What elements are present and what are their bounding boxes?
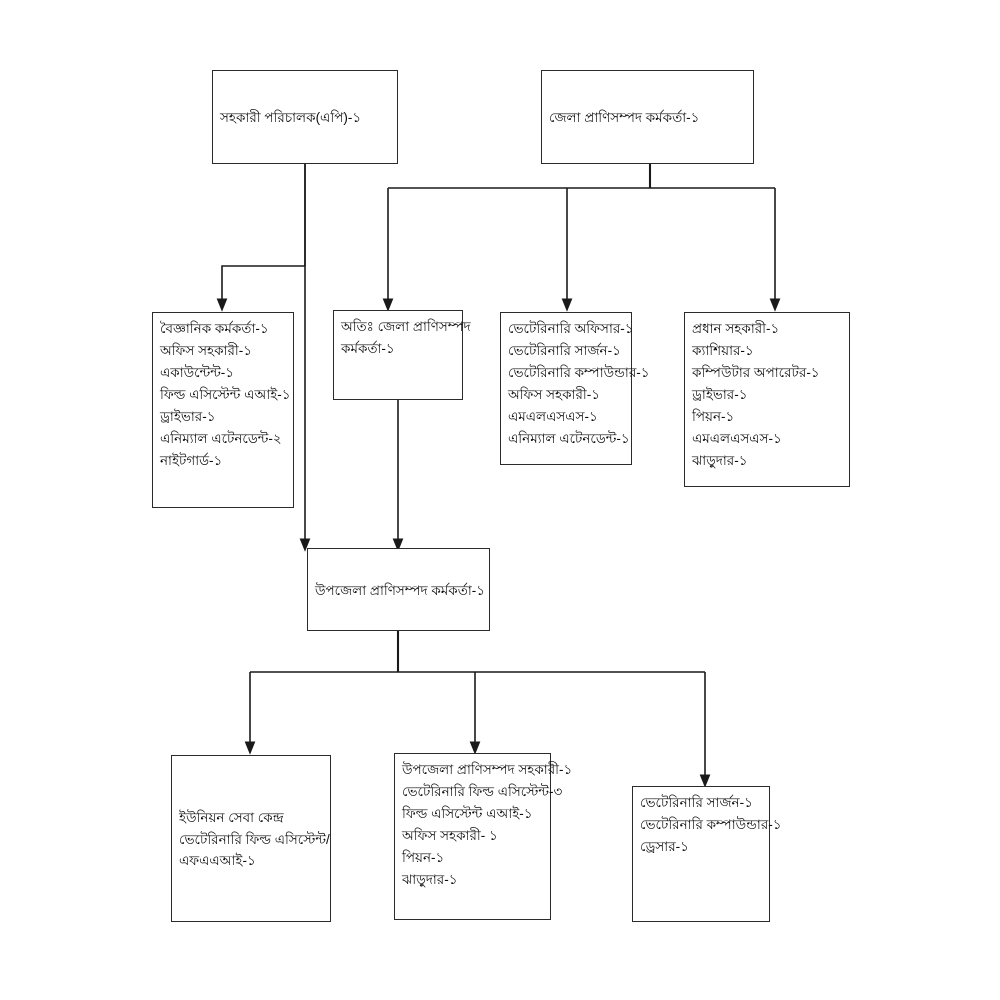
node-text-block: জেলা প্রাণিসম্পদ কর্মকর্তা-১ (542, 102, 753, 132)
node-line: ভেটেরিনারি ফিল্ড এসিস্টেন্ট/ (179, 831, 330, 847)
node-text-block: ভেটেরিনারি অফিসার-১ ভেটেরিনারি সার্জন-১ … (501, 313, 650, 453)
node-line: ভেটেরিনারি সার্জন-১ (508, 342, 621, 358)
node-upazila-livestock-officer[interactable]: উপজেলা প্রাণিসম্পদ কর্মকর্তা-১ (307, 548, 490, 631)
node-text-block: উপজেলা প্রাণিসম্পদ কর্মকর্তা-১ (308, 575, 489, 605)
node-text-block: প্রধান সহকারী-১ ক্যাশিয়ার-১ কম্পিউটার অ… (685, 313, 849, 475)
node-text-block: অতিঃ জেলা প্রাণিসম্পদ কর্মকর্তা-১ (334, 311, 471, 363)
node-line: এনিম্যাল এটেনডেন্ট-২ (160, 430, 282, 446)
node-line: কম্পিউটার অপারেটর-১ (692, 364, 820, 380)
node-line: পিয়ন-১ (402, 849, 445, 865)
node-line: ফিল্ড এসিস্টেন্ট এআই-১ (402, 805, 533, 821)
node-line: এফএএআই-১ (179, 853, 256, 869)
node-line: উপজেলা প্রাণিসম্পদ কর্মকর্তা-১ (315, 582, 486, 598)
node-line: একাউন্টেন্ট-১ (160, 364, 235, 380)
node-line: ভেটেরিনারি অফিসার-১ (508, 321, 634, 336)
node-veterinary-officer-group[interactable]: ভেটেরিনারি অফিসার-১ ভেটেরিনারি সার্জন-১ … (500, 312, 650, 465)
node-veterinary-surgeon-group[interactable]: ভেটেরিনারি সার্জন-১ ভেটেরিনারি কম্পাউন্ড… (632, 786, 782, 922)
node-line: ভেটেরিনারি সার্জন-১ (640, 795, 753, 810)
node-district-livestock-officer[interactable]: জেলা প্রাণিসম্পদ কর্মকর্তা-১ (541, 70, 754, 164)
node-line: ঝাড়ুদার-১ (692, 452, 748, 468)
node-line: নাইটগার্ড-১ (160, 452, 223, 468)
node-line: ড্রাইভার-১ (160, 408, 216, 424)
node-line: ড্রেসার-১ (640, 838, 689, 854)
node-line: বৈজ্ঞানিক কর্মকর্তা-১ (160, 321, 269, 336)
node-line: ভেটেরিনারি ফিল্ড এসিস্টেন্ট-৩ (402, 783, 563, 799)
node-text-block: সহকারী পরিচালক(এপি)-১ (213, 102, 397, 132)
node-text-block: ভেটেরিনারি সার্জন-১ ভেটেরিনারি কম্পাউন্ড… (633, 787, 782, 861)
node-line: ফিল্ড এসিস্টেন্ট এআই-১ (160, 386, 291, 402)
node-assistant-director-ai[interactable]: সহকারী পরিচালক(এপি)-১ (212, 70, 398, 164)
node-line: ঝাড়ুদার-১ (402, 871, 458, 887)
node-text-block: বৈজ্ঞানিক কর্মকর্তা-১ অফিস সহকারী-১ একাউ… (153, 313, 293, 475)
node-line: ক্যাশিয়ার-১ (692, 342, 754, 358)
node-upazila-livestock-assistant-group[interactable]: উপজেলা প্রাণিসম্পদ সহকারী-১ ভেটেরিনারি ফ… (394, 753, 573, 920)
node-line: অফিস সহকারী-১ (508, 386, 601, 402)
node-line: ইউনিয়ন সেবা কেন্দ্র (179, 809, 284, 825)
node-additional-district-livestock-officer[interactable]: অতিঃ জেলা প্রাণিসম্পদ কর্মকর্তা-১ (333, 310, 471, 400)
node-line: ভেটেরিনারি কম্পাউন্ডার-১ (508, 364, 650, 380)
node-text-block: উপজেলা প্রাণিসম্পদ সহকারী-১ ভেটেরিনারি ফ… (395, 754, 573, 894)
node-scientific-officer-group[interactable]: বৈজ্ঞানিক কর্মকর্তা-১ অফিস সহকারী-১ একাউ… (152, 312, 294, 508)
node-line: জেলা প্রাণিসম্পদ কর্মকর্তা-১ (549, 110, 700, 126)
node-line: অফিস সহকারী- ১ (402, 827, 498, 843)
node-head-assistant-group[interactable]: প্রধান সহকারী-১ ক্যাশিয়ার-১ কম্পিউটার অ… (684, 312, 850, 487)
node-line: কর্মকর্তা-১ (341, 340, 395, 356)
node-line: অফিস সহকারী-১ (160, 342, 253, 358)
node-line: ড্রাইভার-১ (692, 386, 748, 402)
node-line: পিয়ন-১ (692, 408, 735, 424)
node-text-block: ইউনিয়ন সেবা কেন্দ্র ভেটেরিনারি ফিল্ড এস… (172, 802, 330, 876)
node-line: এনিম্যাল এটেনডেন্ট-১ (508, 430, 630, 446)
node-line: ভেটেরিনারি কম্পাউন্ডার-১ (640, 816, 782, 832)
wire-district-officer-bus (382, 163, 781, 312)
node-line: উপজেলা প্রাণিসম্পদ সহকারী-১ (402, 762, 573, 777)
node-line: সহকারী পরিচালক(এপি)-১ (220, 110, 362, 126)
node-line: এমএলএসএস-১ (508, 408, 598, 424)
node-line: অতিঃ জেলা প্রাণিসম্পদ (341, 319, 471, 334)
node-line: এমএলএসএস-১ (692, 430, 782, 446)
node-line: প্রধান সহকারী-১ (692, 321, 780, 336)
node-union-service-center[interactable]: ইউনিয়ন সেবা কেন্দ্র ভেটেরিনারি ফিল্ড এস… (171, 755, 331, 922)
